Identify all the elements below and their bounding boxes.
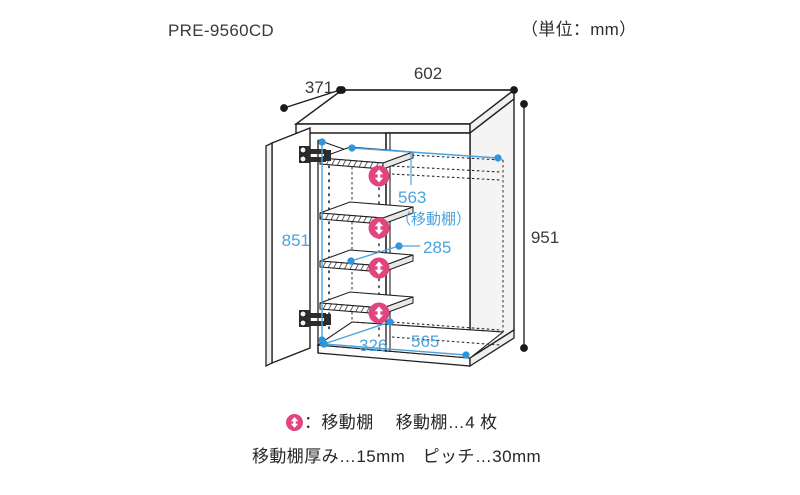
dimension-label-371: 371 [305,78,333,97]
dimension-label-563: 563 [398,188,426,207]
legend-thickness-pitch: 移動棚厚み…15mm ピッチ…30mm [252,447,542,466]
page-title: PRE-9560CD [168,21,274,40]
adjustable-shelf-marker-icon [368,302,390,324]
door-hinge-bottom [299,310,331,327]
shelf-marker-group [368,165,390,324]
open-left-door-edge [265,141,273,368]
shelf-hidden-edge [391,321,501,331]
legend-row-shelf: ：移動棚 移動棚…4 枚 [286,414,498,431]
adjustable-shelf [319,201,414,225]
door-hinge-top [299,146,331,163]
adjustable-shelf-marker-icon [368,257,390,279]
bottom-plinth-right [469,328,515,368]
legend-row-specs: 移動棚厚み…15mm ピッチ…30mm [252,448,541,465]
dimension-label-563-note: （移動棚） [396,211,471,228]
dimension-label-565: 565 [411,332,439,351]
dimension-label-285: 285 [423,238,451,257]
dimension-label-951: 951 [531,228,559,247]
legend-shelf-label: ：移動棚 [304,413,374,432]
legend-shelf-count: 移動棚…4 枚 [395,413,498,432]
unit-note: （単位：mm） [521,20,637,39]
outer-dimension-lines [280,86,528,352]
adjustable-shelf [319,291,414,315]
top-panel-front-edge [295,123,471,134]
cabinet-body [265,88,517,368]
adjustable-shelf-marker-icon [368,217,390,239]
interior-dimension-lines [318,138,502,359]
dimension-label-851: 851 [282,231,310,250]
dimension-label-326: 326 [359,336,387,355]
dimension-label-602: 602 [414,64,442,83]
shelf-hidden-edge [391,165,501,173]
right-side-panel [469,97,515,360]
shelf-hidden-edge [391,336,501,346]
shelf-hidden-edge [391,173,501,181]
adjustable-shelf-marker-icon [368,165,390,187]
up-down-arrow-icon [286,414,303,431]
